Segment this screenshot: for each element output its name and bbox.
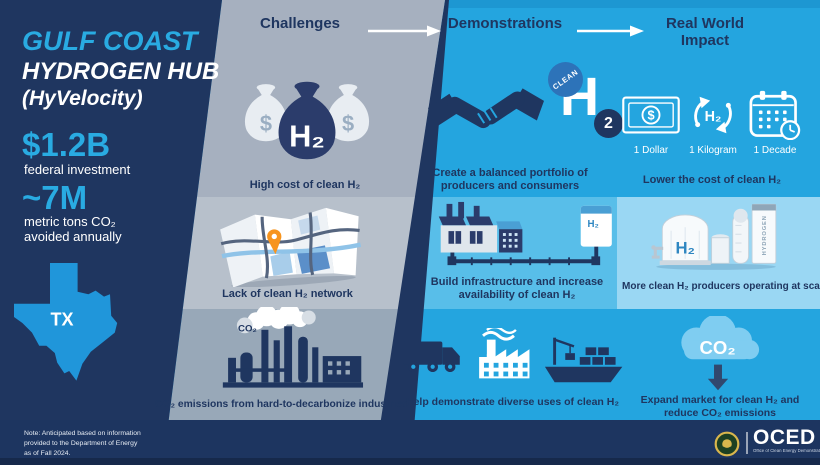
- hub-title-line2: HYDROGEN HUB: [22, 58, 220, 85]
- unit-kilogram-label: 1 Kilogram: [689, 145, 737, 156]
- footer-bottom-strip: [0, 458, 820, 465]
- header-demonstrations: Demonstrations: [447, 15, 563, 32]
- unit-dollar-label: 1 Dollar: [633, 145, 669, 156]
- h2-cycle-icon: H₂: [694, 96, 732, 134]
- arrow-down-icon: [707, 364, 729, 391]
- unit-kilogram: H₂ 1 Kilogram: [684, 90, 742, 156]
- stat-investment-value: $1.2B: [22, 126, 111, 163]
- unit-icons-row: $ 1 Dollar H₂ 1 Kilogram: [622, 90, 804, 156]
- hydrogen-tower-label: HYDROGEN: [762, 215, 768, 255]
- header-real-world-impact: Real World Impact: [665, 15, 745, 50]
- hub-title-line3: (HyVelocity): [22, 87, 143, 110]
- arrow-right-icon: [368, 25, 441, 37]
- tank-h2-label: H₂: [588, 219, 599, 230]
- truck-factory-ship-icon: [403, 328, 623, 383]
- caption-lower-cost: Lower the cost of clean H₂: [642, 174, 782, 186]
- co2-cloud-arrow-icon: CO₂: [681, 316, 760, 391]
- caption-balanced-portfolio: Create a balanced portfolio of producers…: [432, 167, 588, 193]
- dollar-bill-icon: $: [622, 96, 680, 134]
- co2-smoke-label: CO₂: [238, 324, 257, 335]
- doe-seal-icon: [714, 431, 740, 457]
- caption-build-infrastructure: Build infrastructure and increase availa…: [430, 276, 604, 302]
- caption-lack-network: Lack of clean H₂ network: [222, 288, 353, 300]
- clean-badge-label: CLEAN: [551, 67, 580, 92]
- logo-divider: [746, 432, 748, 454]
- unit-dollar: $ 1 Dollar: [622, 90, 680, 156]
- stat-investment-label: federal investment: [24, 162, 131, 177]
- hub-title-line1: GULF COAST: [22, 26, 198, 56]
- footer-bar: [0, 420, 820, 465]
- dollar-bag-label: $: [342, 111, 354, 136]
- stat-co2-value: ~7M: [22, 179, 88, 216]
- oced-logo-text: OCED: [753, 426, 816, 449]
- top-accent-strip: [430, 0, 820, 8]
- footnote: Note: Anticipated based on information p…: [24, 430, 141, 457]
- oced-tagline: Office of Clean Energy Demonstrations: [753, 449, 820, 454]
- caption-high-cost: High cost of clean H₂: [249, 179, 361, 191]
- stat-co2-label-line1: metric tons CO₂: [24, 214, 116, 229]
- hydrogen-tanks-icon: H₂ HYDROGEN: [651, 203, 777, 270]
- clean-h2-lockup: H 2 CLEAN: [548, 62, 624, 154]
- arrow-right-icon: [577, 25, 644, 37]
- h2-subscript-circle: 2: [594, 109, 623, 138]
- unit-decade-label: 1 Decade: [753, 145, 797, 156]
- factory-pipeline-tank-icon: H₂: [438, 201, 612, 266]
- texas-state-icon: TX: [14, 263, 118, 381]
- texas-label: TX: [50, 309, 73, 329]
- tank-h2-label: H₂: [675, 239, 694, 258]
- dollar-symbol: $: [647, 108, 654, 123]
- cloud-co2-label: CO₂: [700, 337, 736, 358]
- dollar-bag-label: $: [260, 111, 272, 136]
- header-challenges: Challenges: [259, 15, 341, 32]
- stat-co2-label-line2: avoided annually: [24, 229, 122, 244]
- money-bags-icon: $ $ H₂: [244, 81, 370, 160]
- caption-expand-market: Expand market for clean H₂ and reduce CO…: [640, 394, 800, 419]
- unit-decade: 1 Decade: [746, 90, 804, 156]
- caption-co2-emissions: CO₂ emissions from hard-to-decarbonize i…: [155, 399, 408, 410]
- map-pin-icon: [220, 207, 362, 287]
- caption-diverse-uses: Help demonstrate diverse uses of clean H…: [406, 396, 619, 408]
- h2-bag-label: H₂: [289, 119, 325, 154]
- calendar-clock-icon: [749, 90, 801, 140]
- handshake-icon: [428, 88, 544, 129]
- caption-more-producers: More clean H₂ producers operating at sca…: [622, 281, 820, 292]
- kg-h2-label: H₂: [705, 109, 722, 125]
- refinery-smoke-icon: CO₂: [222, 307, 364, 388]
- clean-badge-icon: CLEAN: [548, 62, 583, 97]
